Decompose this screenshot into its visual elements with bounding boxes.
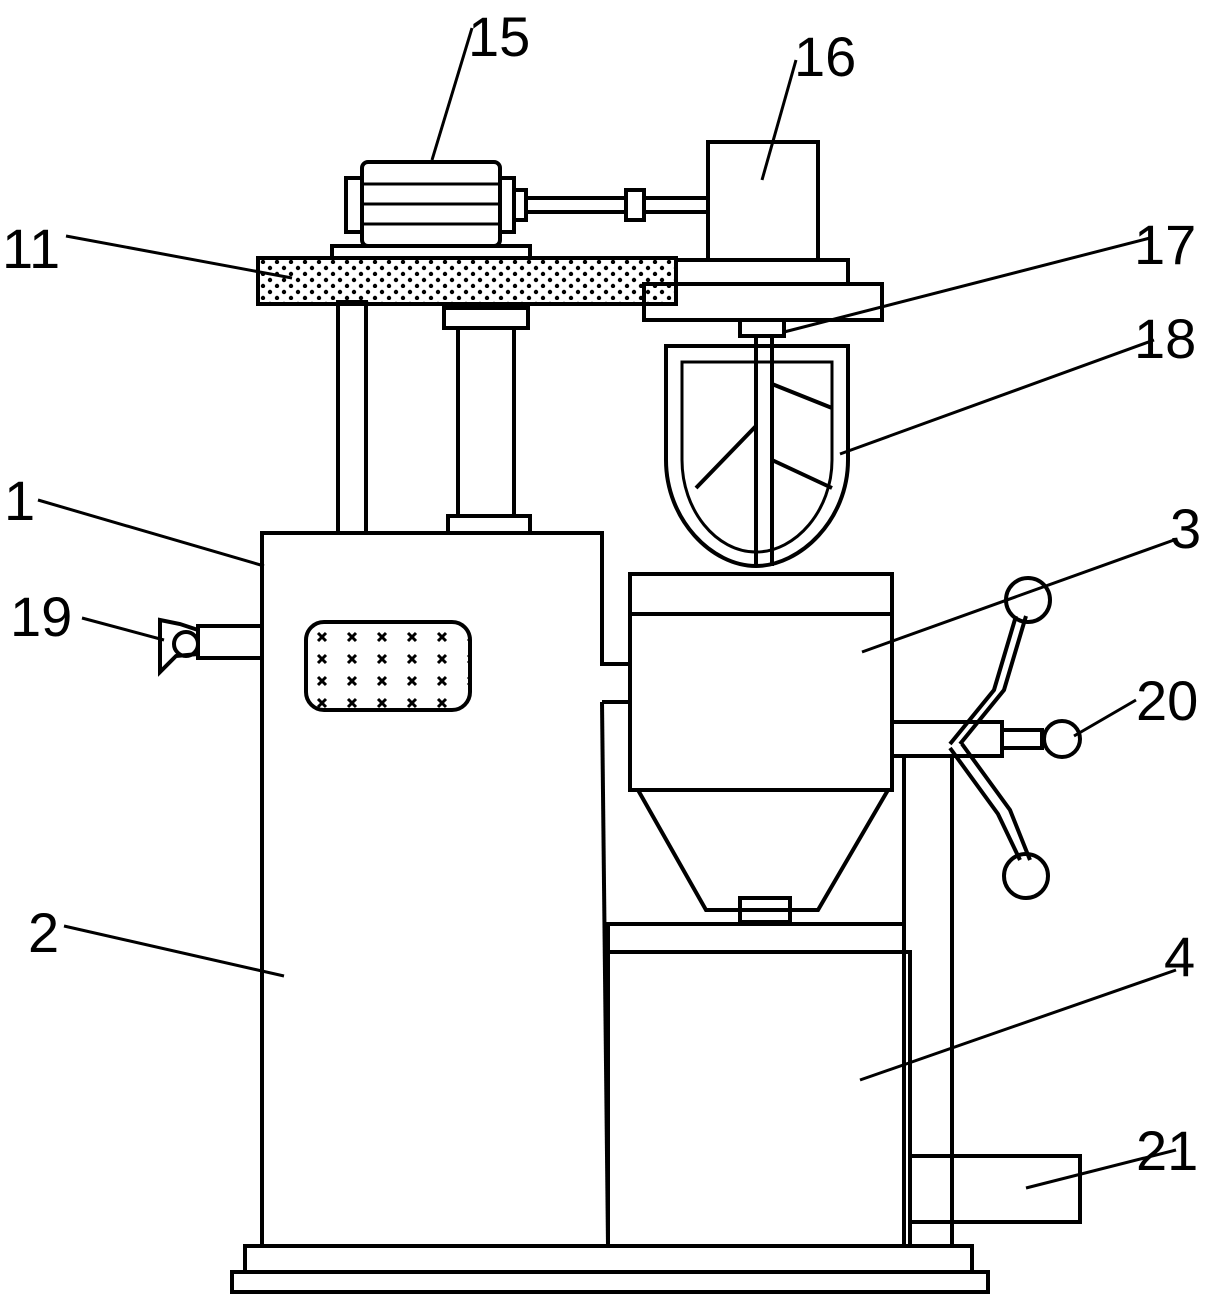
base-plate <box>230 1244 990 1294</box>
leader-16 <box>760 59 798 181</box>
label-4: 4 <box>1164 925 1195 988</box>
lift-cylinder <box>442 306 532 535</box>
label-20: 20 <box>1136 669 1198 732</box>
mixer-mount-plate <box>642 282 884 338</box>
handwheel <box>948 576 1052 900</box>
label-16: 16 <box>794 25 856 88</box>
label-18: 18 <box>1134 307 1196 370</box>
leader-15 <box>430 27 474 161</box>
leader-4 <box>859 968 1177 1082</box>
mixing-paddle <box>664 336 850 569</box>
leader-2 <box>63 924 285 978</box>
label-2: 2 <box>28 901 59 964</box>
leader-20 <box>1073 698 1137 738</box>
leader-3 <box>861 538 1175 654</box>
tank-bracket <box>890 719 1082 759</box>
label-19: 19 <box>10 585 72 648</box>
leader-19 <box>81 616 165 642</box>
leader-11 <box>65 234 293 280</box>
drive-shaft <box>526 188 708 222</box>
callouts: 15 16 11 17 18 1 19 3 20 2 4 21 <box>2 5 1201 1182</box>
side-nozzle <box>158 617 264 677</box>
mixing-tank <box>628 572 894 924</box>
support-column <box>336 300 368 535</box>
label-3: 3 <box>1170 497 1201 560</box>
top-plate <box>256 256 678 306</box>
collection-box <box>606 950 912 1248</box>
label-21: 21 <box>1136 1119 1198 1182</box>
label-17: 17 <box>1134 213 1196 276</box>
label-1: 1 <box>4 469 35 532</box>
leader-1 <box>37 498 265 568</box>
leader-17 <box>783 236 1151 334</box>
leader-lines <box>37 27 1177 1190</box>
label-11: 11 <box>2 217 60 280</box>
label-15: 15 <box>468 5 530 68</box>
control-panel <box>304 620 472 712</box>
outlet-pipe <box>908 1154 1082 1224</box>
leader-21 <box>1025 1148 1177 1190</box>
motor <box>330 160 532 260</box>
leader-18 <box>839 338 1155 456</box>
